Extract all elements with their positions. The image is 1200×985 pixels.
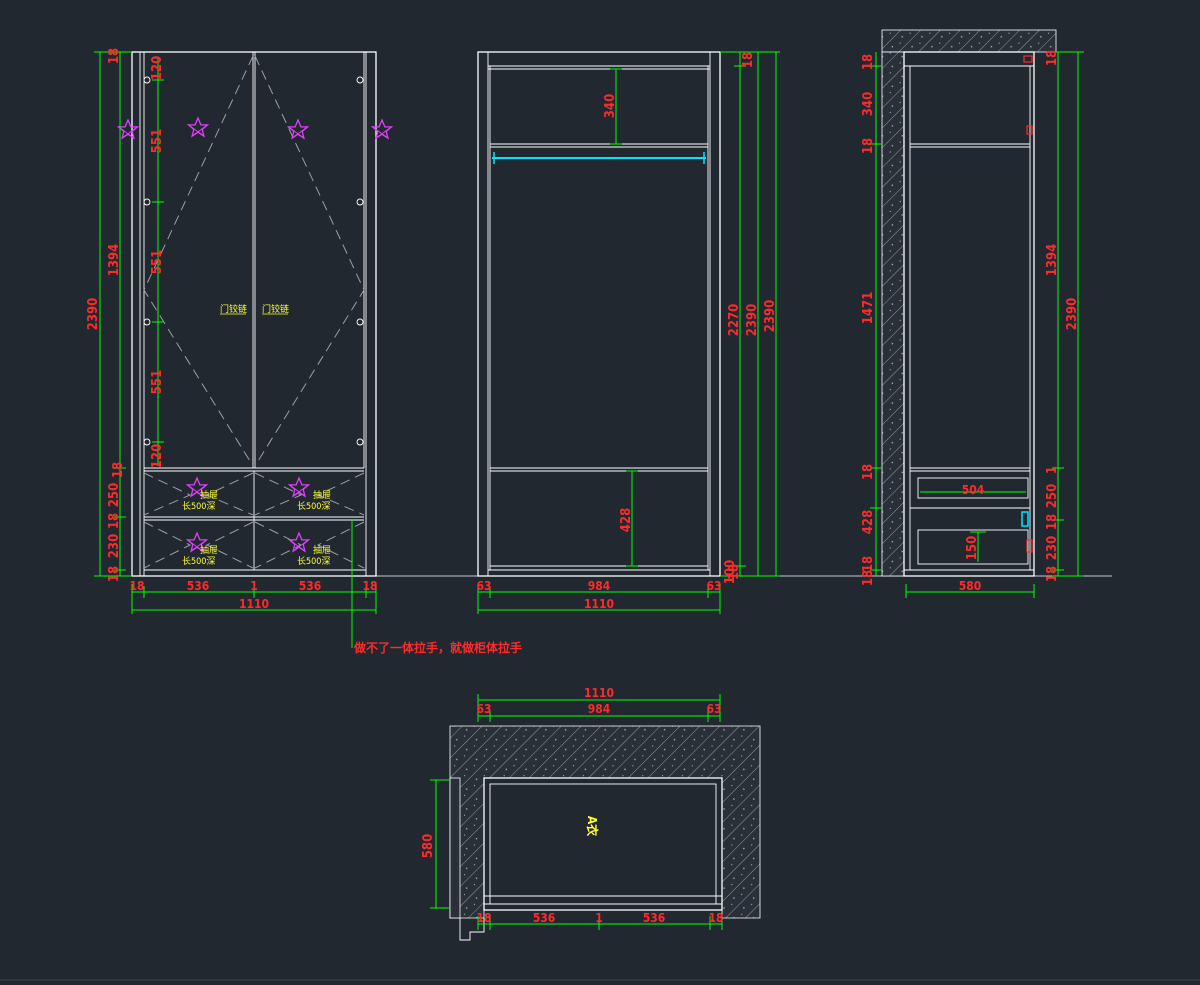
side-r-18: 18 <box>1045 50 1060 66</box>
star-icon <box>287 119 309 139</box>
front-width: 1110 <box>239 597 269 611</box>
drawer-tag-1a: 抽屉 <box>200 489 218 501</box>
plan-top-63b: 63 <box>706 702 721 716</box>
side-l-1471: 1471 <box>861 292 876 325</box>
plan-width-total: 1110 <box>584 686 614 700</box>
plan-view: 1110 63 984 63 580 18 536 1 536 18 A衣 <box>421 686 761 941</box>
side-l-428: 428 <box>861 510 876 534</box>
star-icon <box>288 532 310 552</box>
int-bottom-side: 18 <box>727 564 742 580</box>
side-drawer-height: 150 <box>965 536 980 560</box>
drawer-tag-4b: 长500深 <box>297 555 330 567</box>
side-r-1: 1 <box>1045 466 1060 474</box>
side-section: 504 150 18 340 18 1471 18 428 18 18 18 1… <box>861 29 1084 598</box>
int-shelf-gap: 340 <box>603 94 618 118</box>
front-dim-551a: 551 <box>150 129 165 153</box>
int-top: 18 <box>741 52 756 68</box>
int-right-2390b: 2390 <box>763 300 778 333</box>
side-l-18a: 18 <box>861 54 876 70</box>
drawer-tag-3b: 长500深 <box>182 555 215 567</box>
front-dim-551b: 551 <box>150 250 165 274</box>
front-dim-230: 230 <box>107 534 122 558</box>
interior-elevation: 340 428 18 2270 2390 2390 18 100 63 984 … <box>476 51 780 614</box>
plan-top-984: 984 <box>588 702 611 716</box>
front-dim-250: 250 <box>107 483 122 507</box>
drawer-tag-2b: 长500深 <box>297 500 330 512</box>
side-r-1394: 1394 <box>1045 244 1060 277</box>
int-drawer-zone: 428 <box>619 508 634 532</box>
side-l-18d: 18 <box>861 556 876 572</box>
front-dim-18a: 18 <box>111 462 126 478</box>
plan-bot-536b: 536 <box>643 911 666 925</box>
side-l-18c: 18 <box>861 464 876 480</box>
front-dim-top: 18 <box>107 48 122 64</box>
plan-tag: A衣 <box>585 816 600 836</box>
plan-bot-1: 1 <box>595 911 603 925</box>
side-r-18a: 18 <box>1045 514 1060 530</box>
plan-bot-18a: 18 <box>476 911 491 925</box>
int-right-2270: 2270 <box>727 304 742 337</box>
star-icon <box>288 477 310 497</box>
side-r-18b: 18 <box>1045 566 1060 582</box>
front-dim-120b: 120 <box>150 444 165 468</box>
plan-bot-536a: 536 <box>533 911 556 925</box>
drawer-tag-2a: 抽屉 <box>313 489 331 501</box>
front-dim-1394: 1394 <box>107 244 122 277</box>
plan-top-63a: 63 <box>476 702 491 716</box>
door-tag-left: 门铰链 <box>220 303 247 315</box>
plan-depth: 580 <box>421 834 436 858</box>
drawer-tag-1b: 长500深 <box>182 500 215 512</box>
front-dim-120a: 120 <box>150 56 165 80</box>
int-bottom-base: 100 <box>723 560 738 584</box>
side-depth: 580 <box>959 579 982 593</box>
side-r-250: 250 <box>1045 484 1060 508</box>
front-bot-18b: 18 <box>362 579 377 593</box>
star-icon <box>117 119 139 139</box>
side-r-2390: 2390 <box>1065 298 1080 331</box>
drawer-tag-3a: 抽屉 <box>200 544 218 556</box>
side-l-18b: 18 <box>861 138 876 154</box>
star-icon <box>187 117 209 137</box>
front-bot-536a: 536 <box>187 579 210 593</box>
side-r-230: 230 <box>1045 536 1060 560</box>
side-drawer-width: 504 <box>962 483 985 497</box>
front-dim-18b: 18 <box>107 513 122 529</box>
front-dim-551c: 551 <box>150 370 165 394</box>
int-bot-63b: 63 <box>706 579 721 593</box>
drawer-tag-4a: 抽屉 <box>313 544 331 556</box>
int-right-2390a: 2390 <box>745 304 760 337</box>
front-dim-18c: 18 <box>107 566 122 582</box>
front-elevation: 门铰链 门铰链 抽屉 长500深 抽屉 长500深 抽屉 长500深 抽屉 长5… <box>86 48 522 655</box>
int-width: 1110 <box>584 597 614 611</box>
int-bot-984: 984 <box>588 579 611 593</box>
door-tag-right: 门铰链 <box>262 303 289 315</box>
front-bot-1: 1 <box>250 579 258 593</box>
front-height-total: 2390 <box>86 298 101 331</box>
int-bot-63a: 63 <box>476 579 491 593</box>
plan-bot-18b: 18 <box>708 911 723 925</box>
side-l-340: 340 <box>861 92 876 116</box>
side-l-18e: 18 <box>861 570 876 586</box>
front-bot-18a: 18 <box>129 579 144 593</box>
handle-note: 做不了一体拉手，就做柜体拉手 <box>353 640 522 655</box>
front-bot-536b: 536 <box>299 579 322 593</box>
